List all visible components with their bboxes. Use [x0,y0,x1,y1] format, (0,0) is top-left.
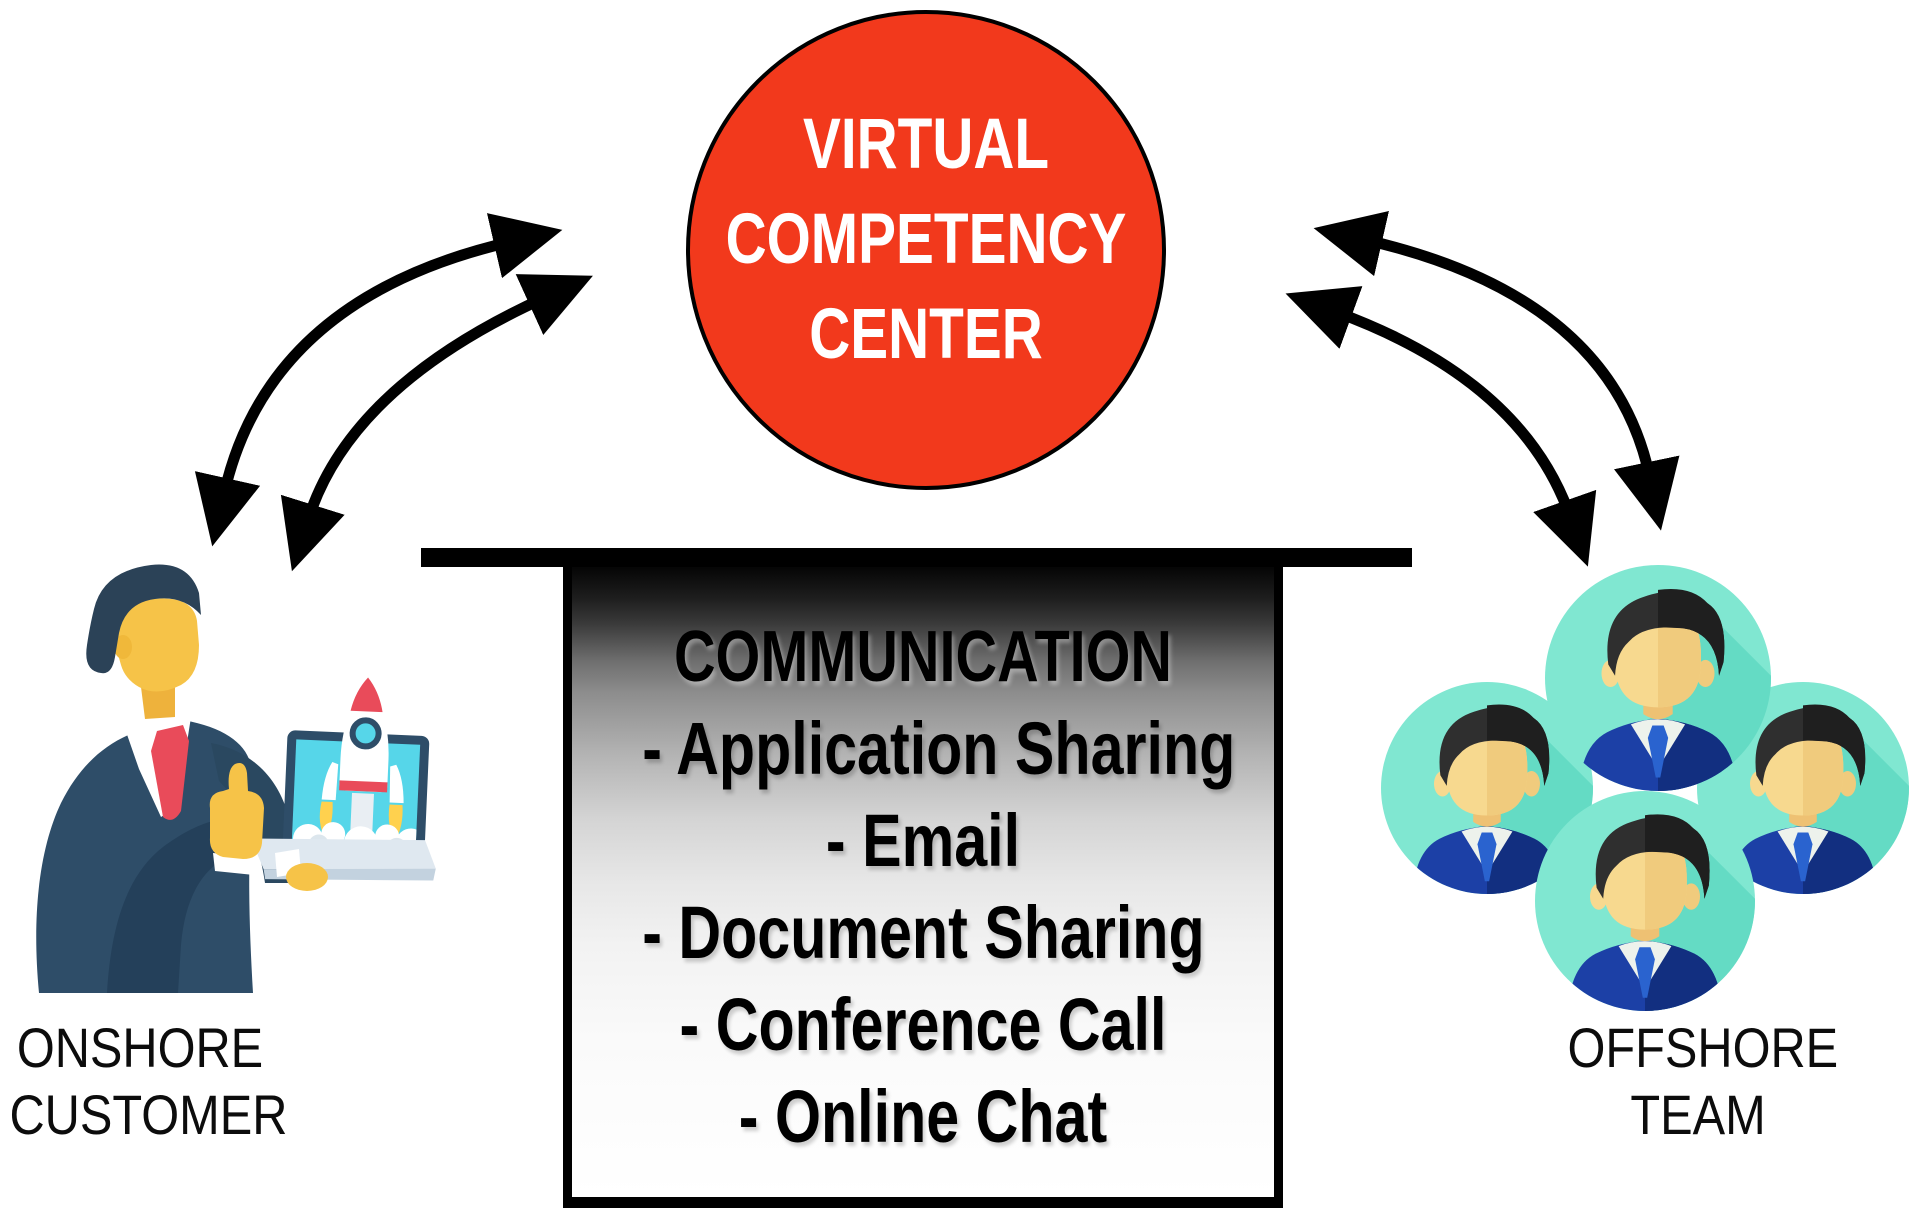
suit-body [36,719,253,993]
onshore-customer-illustration [36,564,436,993]
tie [151,725,189,820]
vcc-line-3: CENTER [809,295,1043,374]
onshore-customer-label: ONSHORE CUSTOMER [0,1014,290,1148]
communication-item-email: - Email [825,799,1021,882]
offshore-label-line-2: TEAM [1630,1083,1766,1146]
communication-item-document-sharing: - Document Sharing [642,891,1205,974]
hair [86,564,201,674]
team-member-bottom [1535,791,1757,1013]
communication-item-conference-call: - Conference Call [679,983,1167,1066]
thumbs-up-hand [209,763,264,859]
rocket-window [349,717,382,750]
laptop [250,677,436,881]
face [116,598,199,692]
communication-box: COMMUNICATION - Application Sharing - Em… [563,567,1283,1208]
rocket-booster-right [389,764,404,804]
arrow-left-lower [280,274,593,572]
ear [114,635,132,659]
neck [141,683,175,719]
communication-title: COMMUNICATION [673,617,1173,697]
hand-under-laptop [286,863,328,891]
virtual-competency-center-label: VIRTUAL COMPETENCY CENTER [626,97,1226,382]
arrow-left-upper [194,213,563,547]
offshore-label-line-1: OFFSHORE [1567,1016,1839,1079]
offshore-team-illustration [1375,556,1920,1016]
onshore-label-line-1: ONSHORE [16,1016,264,1079]
vcc-line-2: COMPETENCY [725,200,1127,279]
onshore-label-line-2: CUSTOMER [9,1083,288,1146]
communication-item-application-sharing: - Application Sharing [642,707,1236,790]
arrow-right-lower [1285,286,1597,567]
rocket-icon [321,677,404,804]
horizontal-divider-bar [421,548,1412,567]
vcc-line-1: VIRTUAL [802,105,1050,184]
communication-item-online-chat: - Online Chat [738,1075,1108,1158]
rocket-stripe [339,780,388,793]
rocket-nose [350,677,383,713]
rocket-booster-left [321,761,339,801]
offshore-team-label: OFFSHORE TEAM [1548,1014,1848,1148]
suit-arm-foreground [107,821,231,993]
virtual-competency-center-circle [686,10,1166,490]
communication-box-content: COMMUNICATION - Application Sharing - Em… [572,567,1274,1163]
arrow-right-upper [1313,210,1680,531]
